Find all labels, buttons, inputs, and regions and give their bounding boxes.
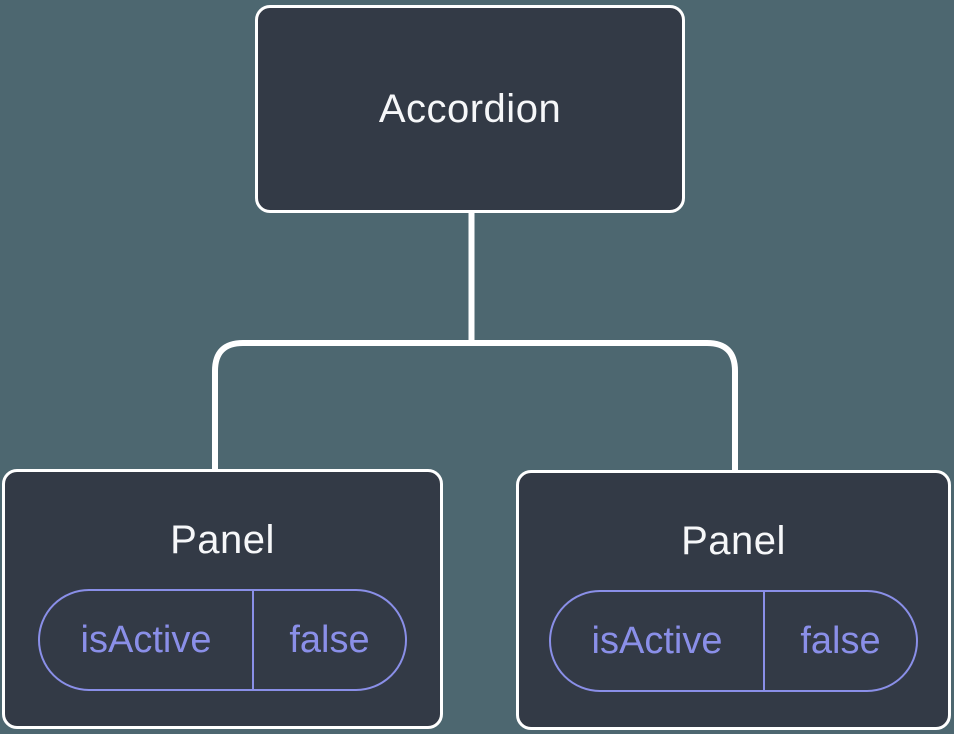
component-node-panel-2: Panel isActive false bbox=[516, 470, 951, 730]
state-pill: isActive false bbox=[38, 589, 407, 691]
state-pill: isActive false bbox=[549, 590, 918, 692]
state-key-label: isActive bbox=[80, 618, 212, 661]
state-key-cell: isActive bbox=[40, 591, 254, 689]
component-node-accordion: Accordion bbox=[255, 5, 685, 213]
state-value-label: false bbox=[800, 619, 881, 662]
component-label: Panel bbox=[170, 518, 275, 562]
state-key-cell: isActive bbox=[551, 592, 765, 690]
state-value-cell: false bbox=[765, 592, 916, 690]
state-value-label: false bbox=[289, 618, 370, 661]
state-value-cell: false bbox=[254, 591, 405, 689]
component-label: Panel bbox=[681, 519, 786, 563]
connector-branch bbox=[212, 340, 738, 471]
component-node-panel-1: Panel isActive false bbox=[2, 469, 443, 729]
component-label: Accordion bbox=[378, 87, 562, 131]
state-key-label: isActive bbox=[591, 619, 723, 662]
